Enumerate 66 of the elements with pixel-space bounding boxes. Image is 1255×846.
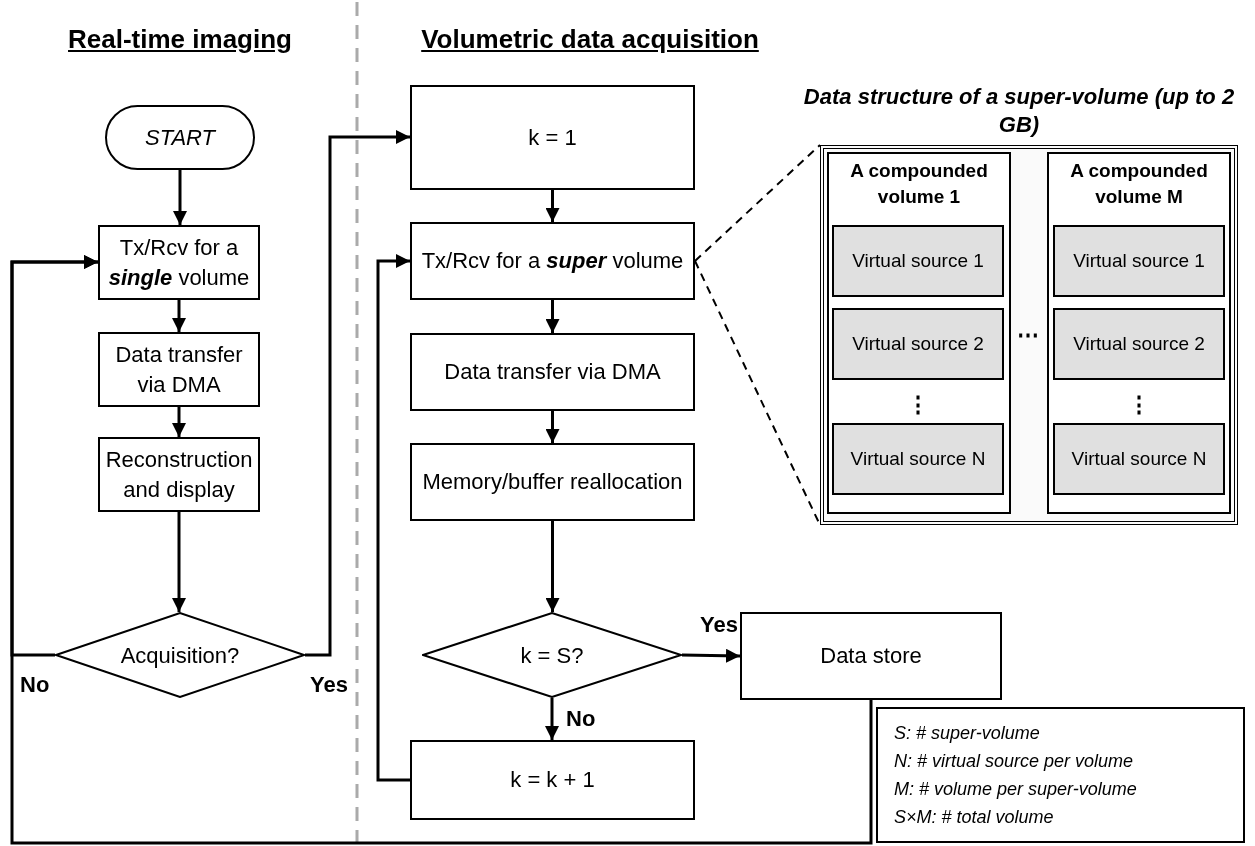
arrow bbox=[172, 512, 186, 612]
diamond-label: Acquisition? bbox=[120, 641, 240, 670]
arrow bbox=[545, 698, 559, 740]
structure-title: Data structure of a super-volume (up to 2 GB) bbox=[802, 83, 1236, 139]
process-box bbox=[98, 437, 260, 512]
box-label: Data transfer via DMA bbox=[114, 340, 244, 399]
arrow bbox=[10, 255, 873, 845]
arrow bbox=[172, 407, 186, 437]
column-heading: A compounded volume 1 bbox=[849, 159, 989, 209]
source-box bbox=[832, 308, 1004, 380]
zoom-line bbox=[694, 144, 821, 262]
box-label: Virtual source 1 bbox=[852, 249, 984, 273]
process-box bbox=[410, 333, 695, 411]
process-box bbox=[410, 85, 695, 190]
arrow bbox=[172, 300, 186, 332]
note-line: S×M: # total volume bbox=[894, 806, 1055, 829]
process-box bbox=[410, 222, 695, 300]
edge-label: Yes bbox=[700, 611, 738, 639]
box-label: Virtual source N bbox=[850, 447, 986, 471]
edge-label: Yes bbox=[310, 671, 348, 699]
source-box bbox=[1053, 225, 1225, 297]
source-box bbox=[1053, 308, 1225, 380]
box-label: START bbox=[144, 124, 216, 152]
note-line: S: # super-volume bbox=[894, 722, 1041, 745]
arrow bbox=[545, 190, 560, 222]
note-line: N: # virtual source per volume bbox=[894, 750, 1135, 773]
box-label: Tx/Rcv for a single volume bbox=[107, 233, 251, 292]
box-label: Virtual source 2 bbox=[1073, 332, 1205, 356]
box-label: Virtual source 1 bbox=[1073, 249, 1205, 273]
process-box bbox=[410, 443, 695, 521]
diamond-label: k = S? bbox=[520, 641, 584, 670]
source-box bbox=[1053, 423, 1225, 495]
edge-label: No bbox=[20, 671, 50, 699]
notes-box bbox=[876, 707, 1245, 843]
volume-column bbox=[1047, 152, 1231, 514]
ellipsis: ⋮ bbox=[1127, 391, 1151, 419]
box-label: Virtual source 2 bbox=[852, 332, 984, 356]
process-box bbox=[98, 332, 260, 407]
box-label: Tx/Rcv for a super volume bbox=[421, 247, 684, 275]
arrow bbox=[545, 521, 560, 612]
ellipsis: ⋯ bbox=[1016, 321, 1040, 349]
arrow bbox=[545, 300, 560, 333]
box-label: Data store bbox=[820, 642, 922, 670]
box-label: Reconstruction and display bbox=[104, 445, 254, 504]
process-box bbox=[740, 612, 1002, 700]
note-line: M: # volume per super-volume bbox=[894, 778, 1138, 801]
arrow bbox=[681, 648, 741, 663]
process-box bbox=[410, 740, 695, 820]
box-label: Virtual source N bbox=[1071, 447, 1207, 471]
box-label: Data transfer via DMA bbox=[444, 358, 661, 386]
ellipsis: ⋮ bbox=[906, 391, 930, 419]
volume-column bbox=[827, 152, 1011, 514]
section-heading: Real-time imaging bbox=[67, 23, 293, 56]
section-heading: Volumetric data acquisition bbox=[420, 23, 760, 56]
box-label: k = 1 bbox=[528, 123, 577, 152]
process-box bbox=[98, 225, 260, 300]
arrow bbox=[545, 411, 560, 443]
arrow bbox=[376, 254, 410, 782]
arrow bbox=[173, 170, 187, 225]
box-label: k = k + 1 bbox=[510, 766, 595, 794]
source-box bbox=[832, 225, 1004, 297]
box-label: Memory/buffer reallocation bbox=[422, 468, 683, 496]
arrow bbox=[305, 130, 410, 657]
column-heading: A compounded volume M bbox=[1069, 159, 1209, 209]
edge-label: No bbox=[566, 705, 596, 733]
source-box bbox=[832, 423, 1004, 495]
